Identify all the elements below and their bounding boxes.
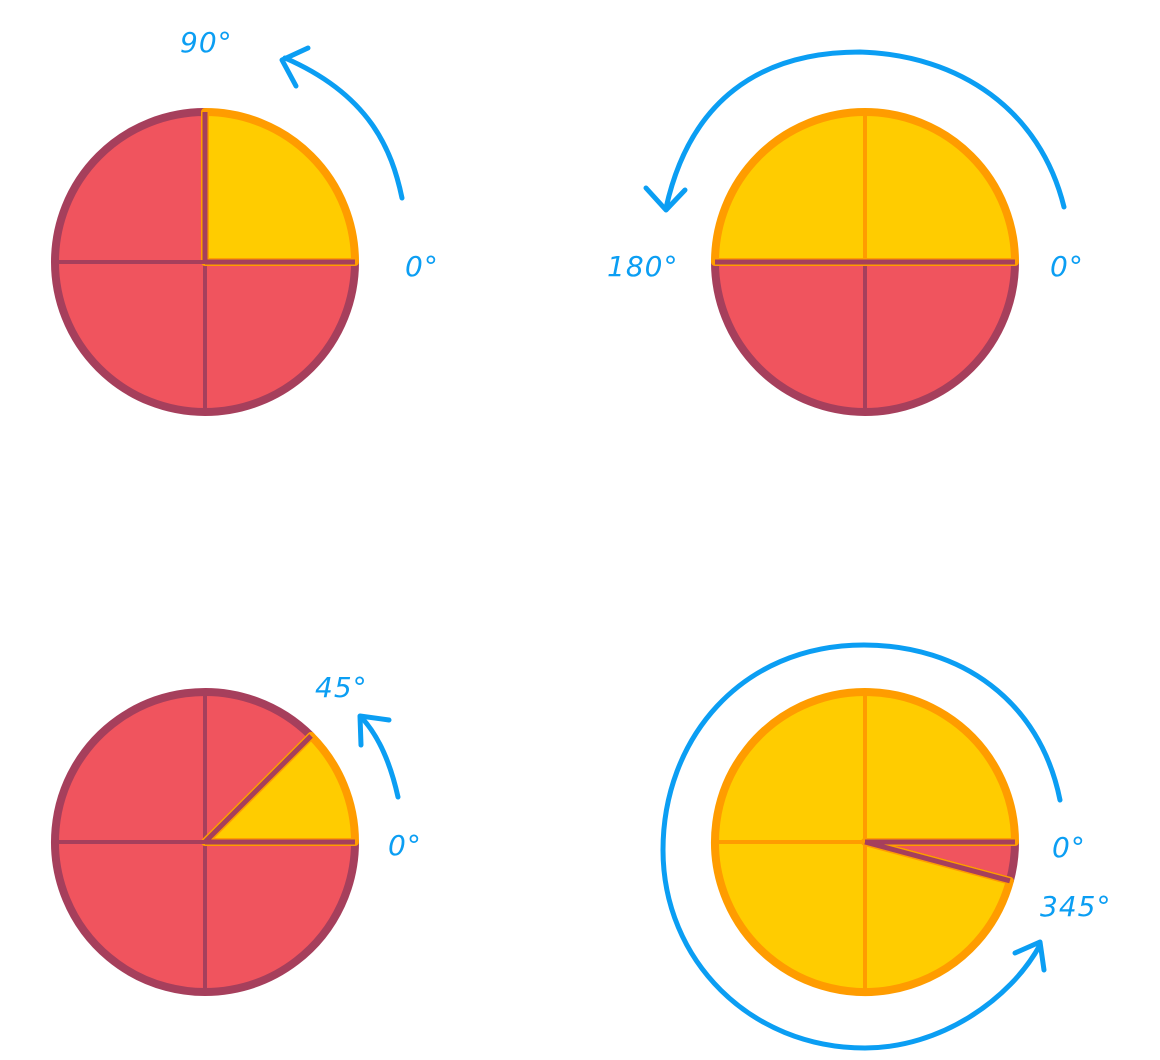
start-label-45: 0°	[388, 829, 422, 862]
diagram-345: 0° 345°	[660, 642, 1111, 1051]
arrow-head-345	[1012, 939, 1047, 973]
sector-layer-180	[711, 108, 1019, 416]
rotation-arrow-180	[663, 49, 1067, 211]
start-label-345: 0°	[1052, 831, 1086, 864]
end-ray	[203, 734, 313, 844]
end-label-345: 345°	[1040, 890, 1111, 923]
rotation-arrow-345	[660, 642, 1063, 1051]
start-label-90: 0°	[405, 250, 439, 283]
diagram-180: 0° 180°	[607, 49, 1084, 416]
arrow-head-180	[643, 185, 688, 213]
arrow-head-90	[279, 45, 311, 89]
start-label-180: 0°	[1050, 250, 1084, 283]
empty-sector	[51, 108, 359, 416]
sector-layer-345	[711, 688, 1019, 996]
end-label-90: 90°	[180, 26, 233, 59]
arrow-head-45	[357, 713, 392, 748]
filled-sector	[201, 108, 359, 266]
diagram-90: 0° 90°	[51, 26, 439, 416]
sector-layer-90	[51, 108, 359, 416]
sector-layer-45	[51, 688, 359, 996]
end-ray	[864, 839, 1011, 884]
diagram-45: 0° 45°	[51, 671, 422, 996]
end-label-45: 45°	[315, 671, 368, 704]
rotation-arrow-90	[282, 55, 405, 201]
filled-sector	[201, 731, 359, 846]
rotation-arrow-45	[359, 715, 401, 800]
end-label-180: 180°	[607, 250, 678, 283]
